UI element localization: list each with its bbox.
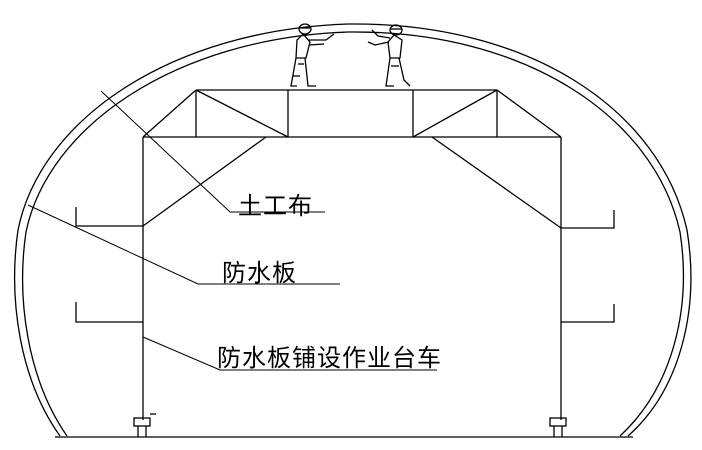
worker-figure-left xyxy=(290,23,335,87)
trolley-wheel-left xyxy=(133,413,156,437)
label-waterproof-board: 防水板 xyxy=(222,259,297,287)
label-waterproof-board-laying-trolley: 防水板铺设作业台车 xyxy=(217,344,442,372)
tunnel-lining xyxy=(14,23,692,437)
trolley-diagonal-braces xyxy=(142,136,562,229)
label-geotextile: 土工布 xyxy=(238,192,313,220)
worker-figure-right xyxy=(367,24,411,87)
trolley-frame xyxy=(142,89,562,420)
trolley-wheel-right xyxy=(549,417,567,437)
side-brackets xyxy=(75,207,615,323)
leader-lines xyxy=(27,90,437,371)
